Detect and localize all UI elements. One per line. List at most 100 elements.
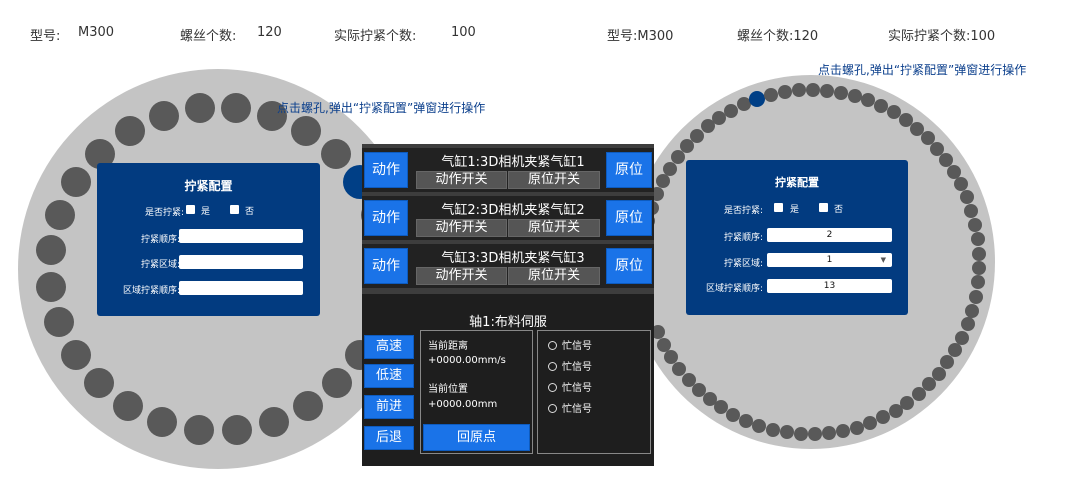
screw-hole-selected[interactable]: [749, 90, 766, 108]
screw-hole[interactable]: [83, 368, 114, 399]
screw-hole[interactable]: [184, 414, 215, 445]
screw-hole[interactable]: [947, 164, 961, 179]
forward-button[interactable]: 前进: [364, 395, 414, 419]
screw-hole[interactable]: [964, 204, 979, 219]
screw-hole[interactable]: [922, 377, 937, 392]
backward-button[interactable]: 后退: [364, 426, 414, 450]
screw-hole[interactable]: [777, 85, 792, 100]
screw-hole[interactable]: [44, 199, 75, 230]
screw-hole[interactable]: [805, 83, 820, 97]
screw-hole[interactable]: [690, 128, 705, 143]
region-order-input[interactable]: [179, 281, 303, 295]
yes-checkbox[interactable]: [774, 203, 783, 212]
screw-hole[interactable]: [822, 426, 837, 440]
screw-hole[interactable]: [714, 400, 729, 415]
screw-hole[interactable]: [712, 110, 727, 125]
screw-hole[interactable]: [220, 92, 251, 123]
screw-hole[interactable]: [888, 403, 903, 418]
screw-hole[interactable]: [965, 303, 980, 318]
screw-hole[interactable]: [36, 235, 67, 266]
screw-hole[interactable]: [940, 355, 955, 370]
screw-hole[interactable]: [971, 246, 986, 261]
high-speed-button[interactable]: 高速: [364, 335, 414, 359]
screw-hole[interactable]: [656, 337, 671, 352]
screw-hole[interactable]: [691, 382, 706, 397]
screw-hole[interactable]: [35, 271, 66, 302]
screw-hole[interactable]: [147, 406, 178, 437]
screw-hole[interactable]: [793, 426, 808, 441]
screw-hole[interactable]: [931, 366, 946, 381]
screw-hole[interactable]: [672, 361, 687, 376]
no-checkbox[interactable]: [819, 203, 828, 212]
no-checkbox[interactable]: [230, 205, 239, 214]
screw-hole[interactable]: [737, 97, 752, 112]
screw-hole[interactable]: [726, 407, 741, 422]
screw-hole[interactable]: [662, 161, 677, 176]
screw-hole[interactable]: [953, 177, 968, 192]
screw-hole[interactable]: [221, 414, 252, 445]
screw-hole[interactable]: [650, 324, 665, 339]
screw-hole[interactable]: [959, 190, 974, 205]
screw-hole[interactable]: [849, 420, 864, 435]
yes-checkbox[interactable]: [186, 205, 195, 214]
screw-hole[interactable]: [702, 392, 717, 407]
screw-hole[interactable]: [680, 138, 695, 153]
screw-hole[interactable]: [970, 232, 985, 247]
screw-hole[interactable]: [44, 307, 75, 338]
screw-hole[interactable]: [948, 343, 963, 358]
region-order-input[interactable]: 13: [767, 279, 892, 293]
return-home-button[interactable]: 回原点: [423, 424, 530, 451]
screw-hole[interactable]: [763, 87, 778, 102]
order-input[interactable]: 2: [767, 228, 892, 242]
screw-hole[interactable]: [724, 103, 739, 118]
screw-hole[interactable]: [752, 418, 767, 433]
screw-hole[interactable]: [939, 152, 954, 167]
screw-hole[interactable]: [321, 138, 352, 169]
screw-hole[interactable]: [876, 410, 891, 425]
screw-hole[interactable]: [968, 289, 983, 304]
screw-hole[interactable]: [322, 368, 353, 399]
cylinder-1-action-button[interactable]: 动作: [364, 152, 408, 188]
screw-hole[interactable]: [739, 413, 754, 428]
screw-hole[interactable]: [970, 275, 985, 290]
screw-hole[interactable]: [655, 174, 670, 189]
screw-hole[interactable]: [911, 387, 926, 402]
screw-hole[interactable]: [847, 88, 862, 103]
screw-hole[interactable]: [930, 141, 945, 156]
cylinder-1-home-button[interactable]: 原位: [606, 152, 652, 188]
screw-hole[interactable]: [257, 100, 288, 131]
screw-hole[interactable]: [819, 83, 834, 98]
cylinder-2-home-button[interactable]: 原位: [606, 200, 652, 236]
screw-hole[interactable]: [766, 422, 780, 437]
cylinder-3-action-button[interactable]: 动作: [364, 248, 408, 284]
screw-hole[interactable]: [898, 112, 913, 127]
screw-hole[interactable]: [960, 317, 975, 332]
cylinder-2-action-button[interactable]: 动作: [364, 200, 408, 236]
screw-hole[interactable]: [60, 339, 91, 370]
low-speed-button[interactable]: 低速: [364, 364, 414, 388]
screw-hole[interactable]: [954, 330, 969, 345]
screw-hole[interactable]: [863, 415, 878, 430]
screw-hole[interactable]: [258, 406, 289, 437]
screw-hole[interactable]: [185, 92, 216, 123]
region-input[interactable]: [179, 255, 303, 269]
screw-hole[interactable]: [874, 98, 889, 113]
screw-hole[interactable]: [971, 261, 986, 276]
order-input[interactable]: [179, 229, 303, 243]
screw-hole[interactable]: [836, 423, 850, 438]
region-select[interactable]: 1 ▼: [767, 253, 892, 267]
screw-hole[interactable]: [664, 350, 679, 365]
screw-hole[interactable]: [113, 391, 144, 422]
screw-hole[interactable]: [291, 116, 322, 147]
screw-hole[interactable]: [148, 100, 179, 131]
screw-hole[interactable]: [671, 149, 686, 164]
screw-hole[interactable]: [909, 121, 924, 136]
screw-hole[interactable]: [61, 167, 92, 198]
screw-hole[interactable]: [833, 85, 848, 100]
screw-hole[interactable]: [791, 83, 806, 98]
screw-hole[interactable]: [700, 119, 715, 134]
screw-hole[interactable]: [779, 425, 794, 440]
screw-hole[interactable]: [114, 116, 145, 147]
screw-hole[interactable]: [968, 218, 983, 233]
cylinder-3-home-button[interactable]: 原位: [606, 248, 652, 284]
